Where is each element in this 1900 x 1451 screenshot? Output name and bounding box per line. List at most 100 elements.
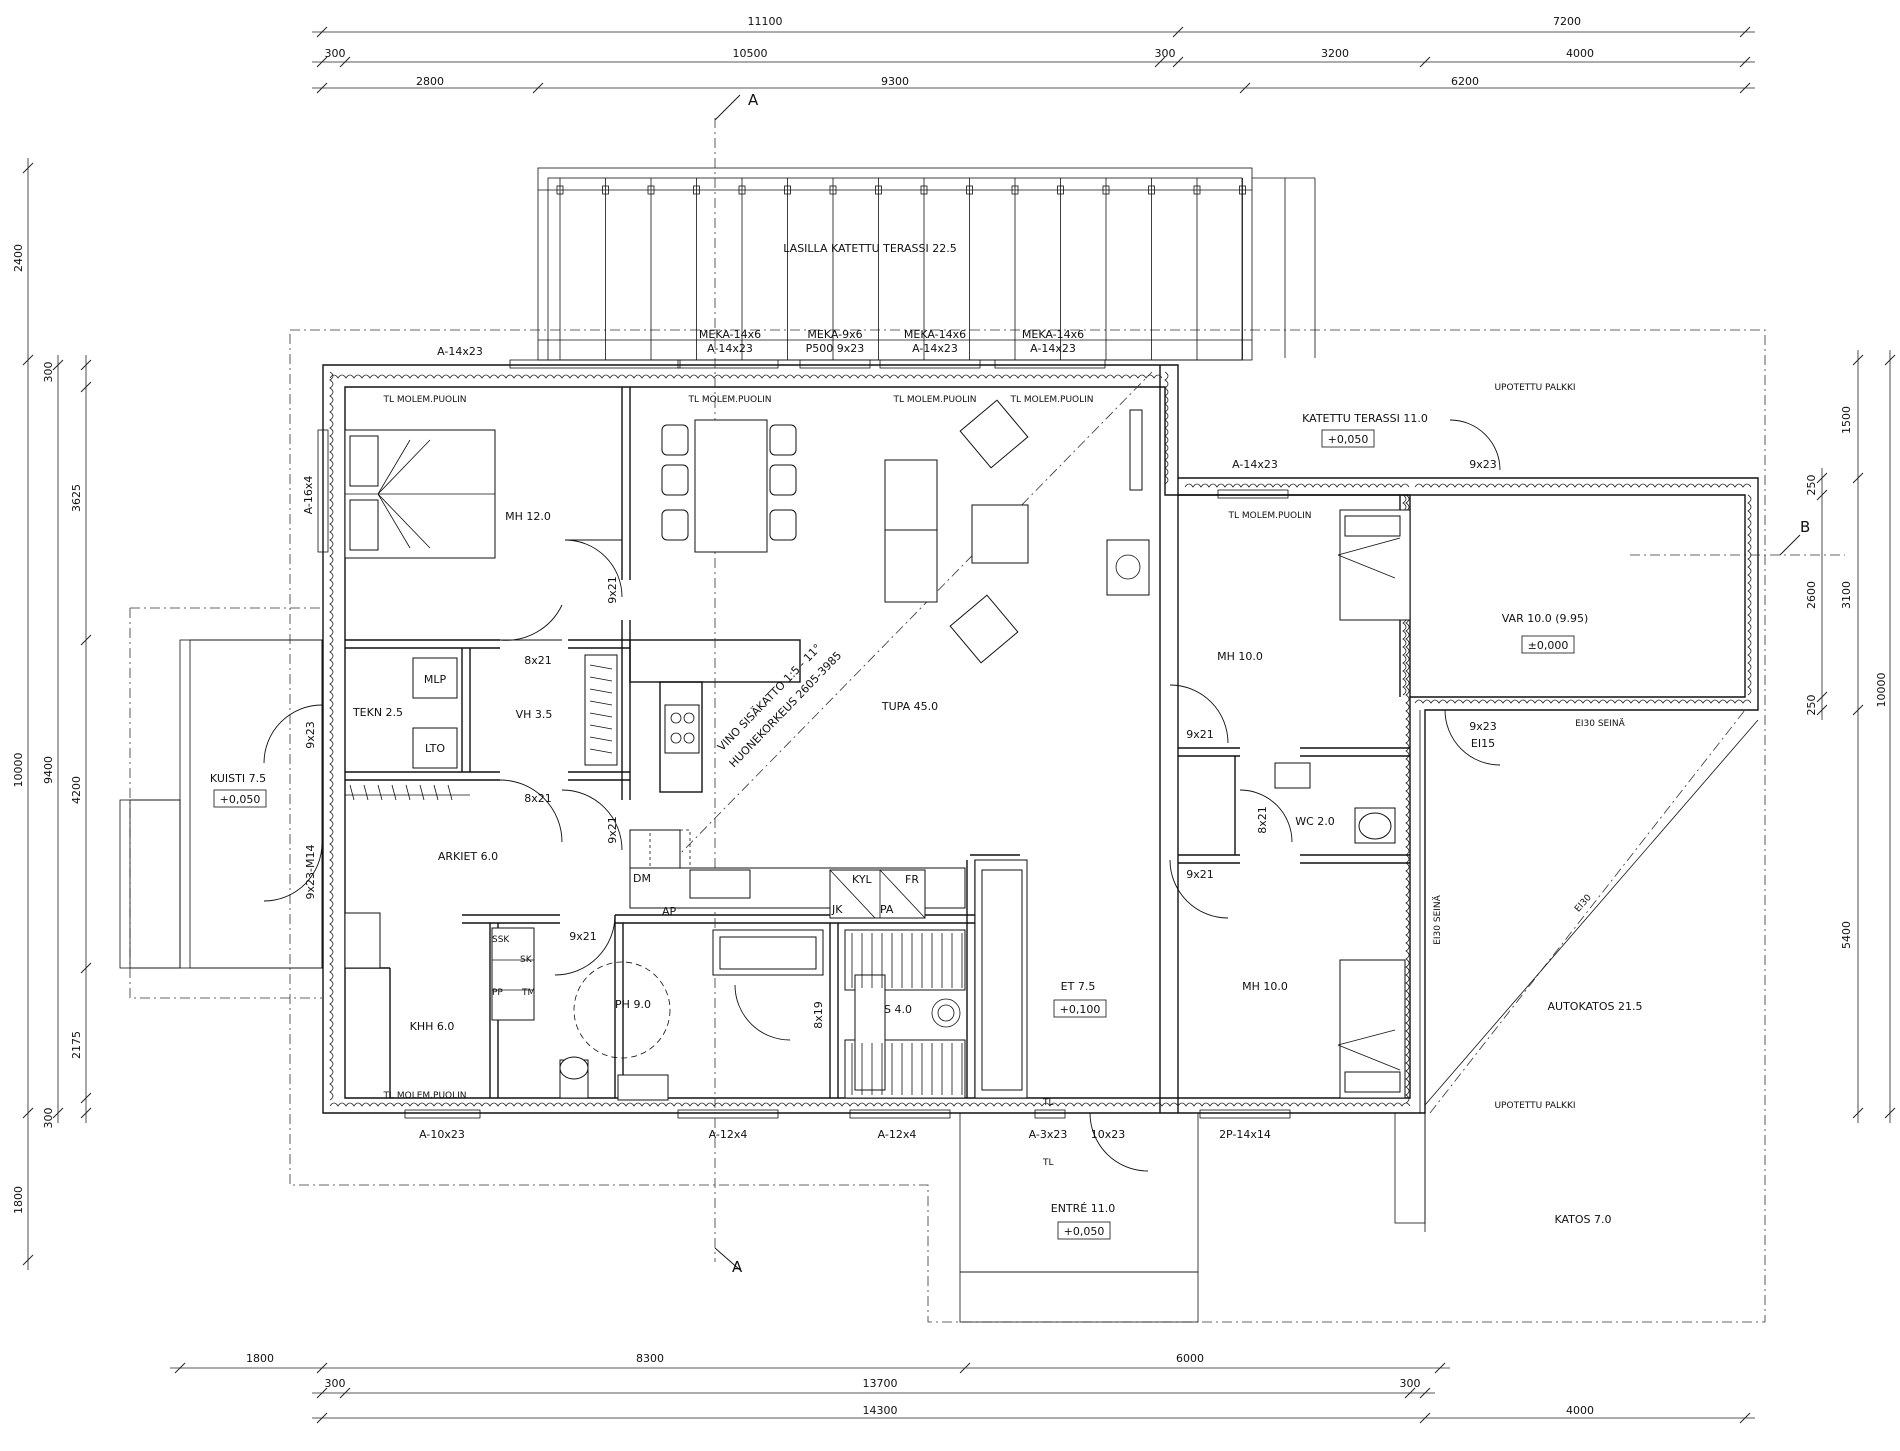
equip-ssk: SSK (492, 935, 510, 945)
room-vh: VH 3.5 (516, 708, 553, 721)
hanger (589, 736, 613, 742)
dim-tick (1404, 1387, 1416, 1399)
level-et: +0,100 (1060, 1003, 1101, 1016)
dim-tick (1154, 56, 1166, 68)
dim-tick (1816, 489, 1828, 501)
dim-bot1-6000: 6000 (1176, 1352, 1204, 1365)
hanger (589, 724, 613, 730)
dim-top2-10500: 10500 (733, 47, 768, 60)
level-kuisti: +0,050 (220, 793, 261, 806)
equip-kyl: KYL (852, 873, 873, 886)
room-mh12: MH 12.0 (505, 510, 551, 523)
win-a16x4: A-16x4 (302, 476, 315, 515)
dim-tick (1419, 1387, 1431, 1399)
note-tl-living: TL MOLEM.PUOLIN (892, 395, 976, 405)
door-var-b: EI15 (1471, 737, 1495, 750)
dim-tick (1884, 354, 1896, 366)
dim-tick (316, 56, 328, 68)
equip-fr: FR (905, 873, 919, 886)
sloped-ceiling-line (629, 371, 1153, 906)
rafter-post (1057, 185, 1064, 195)
section-marker-a-top: A (748, 91, 759, 109)
section-marker-b: B (1800, 518, 1810, 536)
door-tekn: 9x23 (304, 721, 317, 749)
door-labels: 9x21 8x21 8x21 9x21 9x21 9x23 9x23-M14 8… (304, 458, 1497, 1141)
door-vh-bottom: 8x21 (524, 792, 552, 805)
door-mh12: 9x21 (606, 576, 619, 604)
dim-tick (80, 1107, 92, 1119)
dim-right-250a: 250 (1805, 475, 1818, 496)
dim-bot3-14300: 14300 (863, 1404, 898, 1417)
win-meka3-line2: A-14x23 (912, 342, 958, 355)
room-mh10-bottom: MH 10.0 (1242, 980, 1288, 993)
hanger (589, 664, 613, 670)
win-meka1-line1: MEKA-14x6 (699, 328, 761, 341)
dim-tick (52, 1107, 64, 1119)
dim-bot2-13700: 13700 (863, 1377, 898, 1390)
door-khh: 9x21 (569, 930, 597, 943)
entrance-area (959, 1113, 1199, 1323)
door-terrace: 9x23 (1469, 458, 1497, 471)
dim-tick (1816, 691, 1828, 703)
dim-tick (1852, 704, 1864, 716)
note-tl-khh: TL MOLEM.PUOLIN (382, 1091, 466, 1101)
door-wc: 8x21 (1256, 806, 1269, 834)
level-covered-terrace: +0,050 (1328, 433, 1369, 446)
win-meka4-line2: A-14x23 (1030, 342, 1076, 355)
note-tl-mh12: TL MOLEM.PUOLIN (382, 395, 466, 405)
equip-mlp: MLP (424, 673, 447, 686)
door-kuisti: 9x23-M14 (304, 845, 317, 900)
win-a10x23: A-10x23 (419, 1128, 465, 1141)
insulation-segment (1184, 483, 1410, 488)
glass-terrace (537, 167, 1316, 361)
carport (1394, 710, 1426, 1232)
dim-top-7200: 7200 (1553, 15, 1581, 28)
dim-bot1-8300: 8300 (636, 1352, 664, 1365)
dim-top2-300b: 300 (1155, 47, 1176, 60)
equip-lto: LTO (425, 742, 445, 755)
dimension-lines (22, 26, 1896, 1424)
dining-chair (661, 509, 689, 541)
rafter-post (647, 185, 655, 195)
porch (119, 639, 323, 969)
hanger (419, 784, 425, 801)
note-ei30-seina-h: EI30 SEINÄ (1575, 718, 1625, 729)
dim-tick (316, 1362, 328, 1374)
dim-tick (1816, 704, 1828, 716)
dim-tick (174, 1362, 186, 1374)
hanger (589, 712, 613, 718)
dim-left-2175: 2175 (70, 1031, 83, 1059)
note-tl-mh10: TL MOLEM.PUOLIN (1227, 511, 1311, 521)
dim-left-300a: 300 (42, 362, 55, 383)
hanger (433, 784, 439, 801)
win-meka3-line1: MEKA-14x6 (904, 328, 966, 341)
dim-right-250b: 250 (1805, 695, 1818, 716)
dim-top3-6200: 6200 (1451, 75, 1479, 88)
dining-chair (769, 464, 797, 496)
insulation-segment (329, 371, 334, 1101)
dim-tick (80, 634, 92, 646)
dim-tick (1434, 1362, 1446, 1374)
insulation-segment (1747, 494, 1752, 696)
rafter-post (602, 185, 609, 195)
hanger (363, 784, 369, 801)
rafter-post (1239, 185, 1246, 195)
win-2p14x14: 2P-14x14 (1219, 1128, 1271, 1141)
room-autokatos: AUTOKATOS 21.5 (1548, 1000, 1643, 1013)
hanger (589, 676, 613, 682)
pergola-rafters (556, 178, 1246, 360)
hanger (377, 784, 383, 801)
rafter-post (875, 185, 882, 195)
windows (317, 359, 1291, 1119)
door-arkiet: 9x21 (606, 816, 619, 844)
rafter-post (556, 185, 564, 195)
note-upotettu-top: UPOTETTU PALKKI (1494, 383, 1575, 393)
door-sauna: 8x19 (812, 1001, 825, 1029)
ei30-line (1424, 719, 1759, 1106)
equip-pa: PA (880, 903, 894, 916)
win-a14x23-right: A-14x23 (1232, 458, 1278, 471)
rafter-post (1011, 185, 1019, 195)
note-ei30-seina-v: EI30 SEINÄ (1432, 894, 1443, 944)
dim-tick (339, 56, 351, 68)
dim-tick (339, 1387, 351, 1399)
